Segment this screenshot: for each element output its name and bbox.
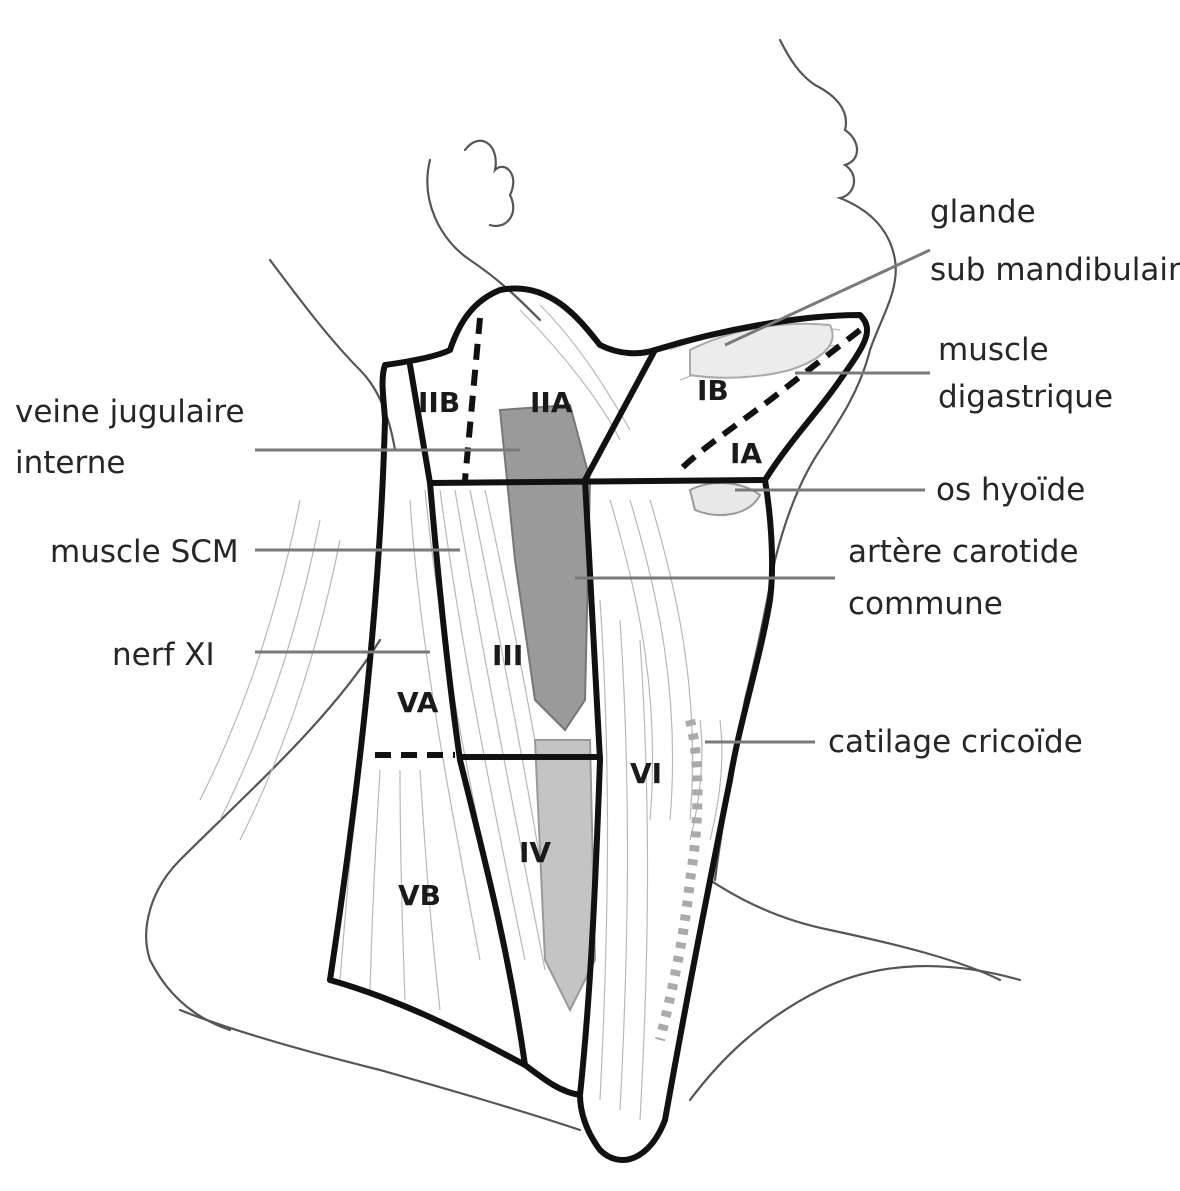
zone-boundaries <box>330 288 867 1160</box>
hyoid-bone-shape <box>690 483 760 515</box>
label-muscle-digastrique-line2: digastrique <box>938 379 1113 415</box>
label-artere-carotide-line2: commune <box>848 586 1003 622</box>
label-veine-jugulaire-line1: veine jugulaire <box>15 394 245 430</box>
zone-label-vb: VB <box>398 879 441 912</box>
shoulder-outline <box>146 640 380 1030</box>
label-nerf-xi: nerf XI <box>112 637 215 673</box>
label-muscle-digastrique-line1: muscle <box>938 332 1049 368</box>
zone-label-iv: IV <box>519 836 551 869</box>
zone-label-va: VA <box>397 686 439 719</box>
label-os-hyoide: os hyoïde <box>936 472 1085 508</box>
label-cartilage-cricoide: catilage cricoïde <box>828 724 1083 760</box>
zone-label-vi: VI <box>630 757 662 790</box>
internal-jugular-vein-shape <box>500 405 590 730</box>
zone-label-iia: IIA <box>530 386 573 419</box>
label-veine-jugulaire-line2: interne <box>15 445 125 481</box>
iia-ib-divider <box>585 350 655 480</box>
ear-outline <box>465 141 513 226</box>
zone-label-iii: III <box>492 639 523 672</box>
zone-label-ib: IB <box>697 374 729 407</box>
common-carotid-artery-shape <box>535 740 595 1010</box>
label-glande-line1: glande <box>930 194 1036 230</box>
chest-outline <box>690 966 1020 1100</box>
label-glande-line2: sub mandibulaire <box>930 252 1180 288</box>
label-artere-carotide-line1: artère carotide <box>848 534 1079 570</box>
trachea-rings <box>660 720 698 1040</box>
label-muscle-scm: muscle SCM <box>50 534 239 570</box>
anterior-neck-outline <box>710 880 1000 980</box>
clavicle-level-line <box>330 980 580 1095</box>
level-vi-boundary <box>580 480 772 1160</box>
hyoid-level-line <box>430 480 765 483</box>
posterior-neck-outline <box>270 260 395 450</box>
zone-label-ia: IA <box>730 437 762 470</box>
zone-label-iib: IIB <box>418 386 460 419</box>
iia-iib-dashed-divider <box>465 318 480 480</box>
